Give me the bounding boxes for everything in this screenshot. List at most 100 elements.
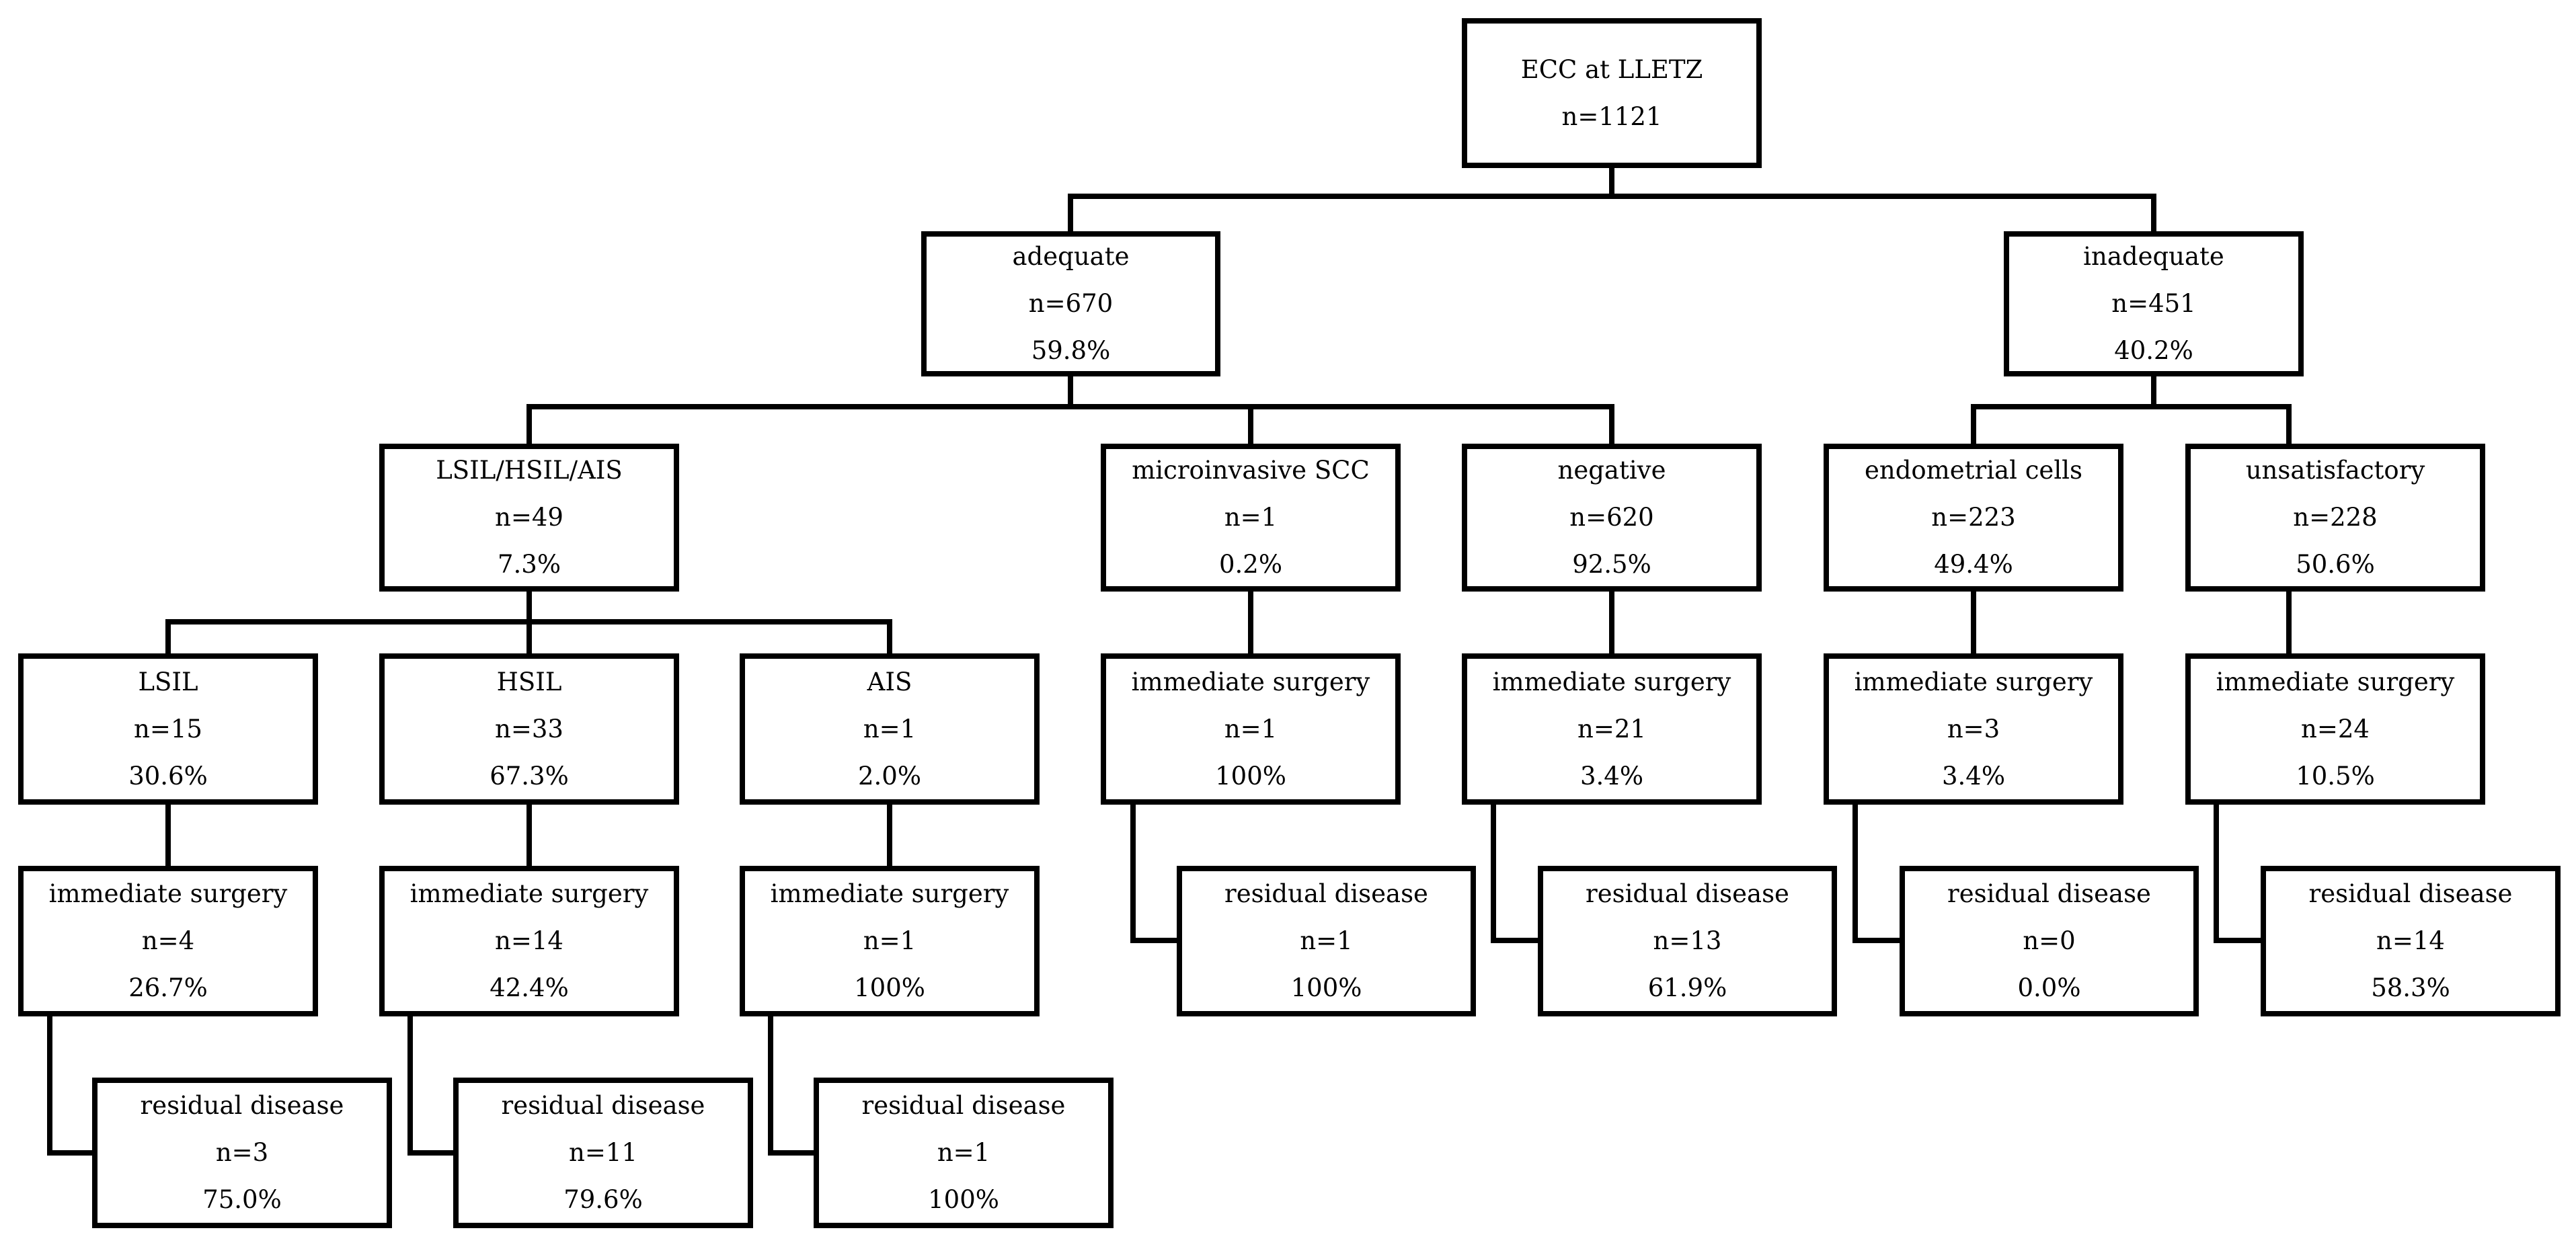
node-label: immediate surgery <box>409 879 649 908</box>
node-label: AIS <box>867 667 912 696</box>
node-percent: 26.7% <box>128 973 208 1002</box>
node-residual-disease-ais: residual disease n=1 100% <box>814 1078 1114 1228</box>
node-label: immediate surgery <box>1854 667 2093 696</box>
node-label: LSIL/HSIL/AIS <box>436 456 623 485</box>
node-count: n=24 <box>2301 714 2370 743</box>
node-count: n=451 <box>2111 289 2196 318</box>
node-count: n=14 <box>495 926 563 955</box>
node-lsil-hsil-ais: LSIL/HSIL/AIS n=49 7.3% <box>379 444 679 592</box>
node-immediate-surgery-microinvasive: immediate surgery n=1 100% <box>1101 653 1401 805</box>
node-label: residual disease <box>861 1091 1066 1120</box>
node-residual-disease-lsil: residual disease n=3 75.0% <box>92 1078 392 1228</box>
node-negative: negative n=620 92.5% <box>1462 444 1762 592</box>
node-percent: 79.6% <box>563 1185 643 1214</box>
connector-surg-lsil-to-residual <box>47 1014 97 1156</box>
node-adequate: adequate n=670 59.8% <box>921 231 1220 376</box>
node-count: n=1 <box>863 714 916 743</box>
connector-inadequate-children <box>1971 374 2292 446</box>
node-count: n=13 <box>1653 926 1722 955</box>
node-percent: 61.9% <box>1647 973 1727 1002</box>
node-label: residual disease <box>1224 879 1428 908</box>
node-lsil: LSIL n=15 30.6% <box>18 653 318 805</box>
node-immediate-surgery-ais: immediate surgery n=1 100% <box>740 866 1040 1016</box>
node-label: immediate surgery <box>770 879 1009 908</box>
node-count: n=0 <box>2023 926 2076 955</box>
node-label: immediate surgery <box>48 879 288 908</box>
node-label: unsatisfactory <box>2245 456 2425 485</box>
node-immediate-surgery-unsatisfactory: immediate surgery n=24 10.5% <box>2185 653 2485 805</box>
node-count: n=1121 <box>1561 102 1662 131</box>
node-percent: 10.5% <box>2296 761 2375 791</box>
connector-surg-endo-to-residual <box>1852 802 1904 943</box>
node-percent: 100% <box>928 1185 999 1214</box>
node-label: immediate surgery <box>1492 667 1731 696</box>
node-immediate-surgery-lsil: immediate surgery n=4 26.7% <box>18 866 318 1016</box>
node-count: n=11 <box>569 1138 637 1167</box>
node-residual-disease-negative: residual disease n=13 61.9% <box>1538 866 1837 1016</box>
node-hsil: HSIL n=33 67.3% <box>379 653 679 805</box>
node-label: immediate surgery <box>1131 667 1370 696</box>
node-immediate-surgery-hsil: immediate surgery n=14 42.4% <box>379 866 679 1016</box>
node-percent: 40.2% <box>2114 336 2193 365</box>
node-count: n=228 <box>2293 503 2378 532</box>
connector-surg-unsat-to-residual <box>2214 802 2265 943</box>
node-microinvasive-scc: microinvasive SCC n=1 0.2% <box>1101 444 1401 592</box>
node-count: n=21 <box>1577 714 1646 743</box>
connector-surg-ais-to-residual <box>768 1014 818 1156</box>
node-inadequate: inadequate n=451 40.2% <box>2004 231 2304 376</box>
node-percent: 42.4% <box>490 973 569 1002</box>
node-count: n=223 <box>1931 503 2016 532</box>
node-count: n=1 <box>937 1138 990 1167</box>
node-percent: 100% <box>1290 973 1362 1002</box>
node-label: microinvasive SCC <box>1132 456 1370 485</box>
node-count: n=3 <box>1947 714 2000 743</box>
node-label: inadequate <box>2083 242 2224 271</box>
node-percent: 100% <box>854 973 925 1002</box>
node-count: n=670 <box>1028 289 1114 318</box>
node-ecc-at-lletz: ECC at LLETZ n=1121 <box>1462 18 1762 168</box>
node-label: residual disease <box>2308 879 2513 908</box>
node-count: n=1 <box>1224 714 1278 743</box>
connector-surg-hsil-to-residual <box>407 1014 458 1156</box>
node-count: n=14 <box>2376 926 2445 955</box>
node-percent: 7.3% <box>498 550 561 579</box>
node-residual-disease-hsil: residual disease n=11 79.6% <box>453 1078 753 1228</box>
node-count: n=49 <box>495 503 563 532</box>
node-percent: 50.6% <box>2296 550 2375 579</box>
node-percent: 2.0% <box>858 761 921 791</box>
node-label: adequate <box>1012 242 1130 271</box>
connector-root-to-adequate-inadequate <box>1068 165 2156 234</box>
node-label: residual disease <box>501 1091 705 1120</box>
node-percent: 49.4% <box>1934 550 2013 579</box>
node-ais: AIS n=1 2.0% <box>740 653 1040 805</box>
node-immediate-surgery-endometrial: immediate surgery n=3 3.4% <box>1824 653 2123 805</box>
node-label: residual disease <box>1586 879 1789 908</box>
node-count: n=1 <box>1300 926 1353 955</box>
connector-surg-micro-to-residual <box>1130 802 1179 943</box>
node-label: endometrial cells <box>1865 456 2082 485</box>
node-residual-disease-microinvasive: residual disease n=1 100% <box>1177 866 1476 1016</box>
node-percent: 67.3% <box>490 761 569 791</box>
node-unsatisfactory: unsatisfactory n=228 50.6% <box>2185 444 2485 592</box>
node-percent: 58.3% <box>2371 973 2450 1002</box>
node-count: n=33 <box>495 714 563 743</box>
connector-lsil-hsil-ais-children <box>165 589 892 656</box>
node-label: negative <box>1557 456 1666 485</box>
connector-adequate-children <box>526 374 1614 446</box>
node-endometrial-cells: endometrial cells n=223 49.4% <box>1824 444 2123 592</box>
node-label: residual disease <box>140 1091 344 1120</box>
node-count: n=620 <box>1569 503 1654 532</box>
node-residual-disease-unsatisfactory: residual disease n=14 58.3% <box>2261 866 2561 1016</box>
node-percent: 30.6% <box>128 761 208 791</box>
node-label: residual disease <box>1947 879 2151 908</box>
node-label: ECC at LLETZ <box>1520 54 1703 84</box>
node-percent: 0.2% <box>1219 550 1282 579</box>
node-label: LSIL <box>138 667 198 696</box>
node-count: n=15 <box>134 714 202 743</box>
node-count: n=1 <box>1224 503 1278 532</box>
node-label: HSIL <box>496 667 562 696</box>
node-immediate-surgery-negative: immediate surgery n=21 3.4% <box>1462 653 1762 805</box>
node-percent: 75.0% <box>202 1185 282 1214</box>
node-percent: 3.4% <box>1942 761 2005 791</box>
